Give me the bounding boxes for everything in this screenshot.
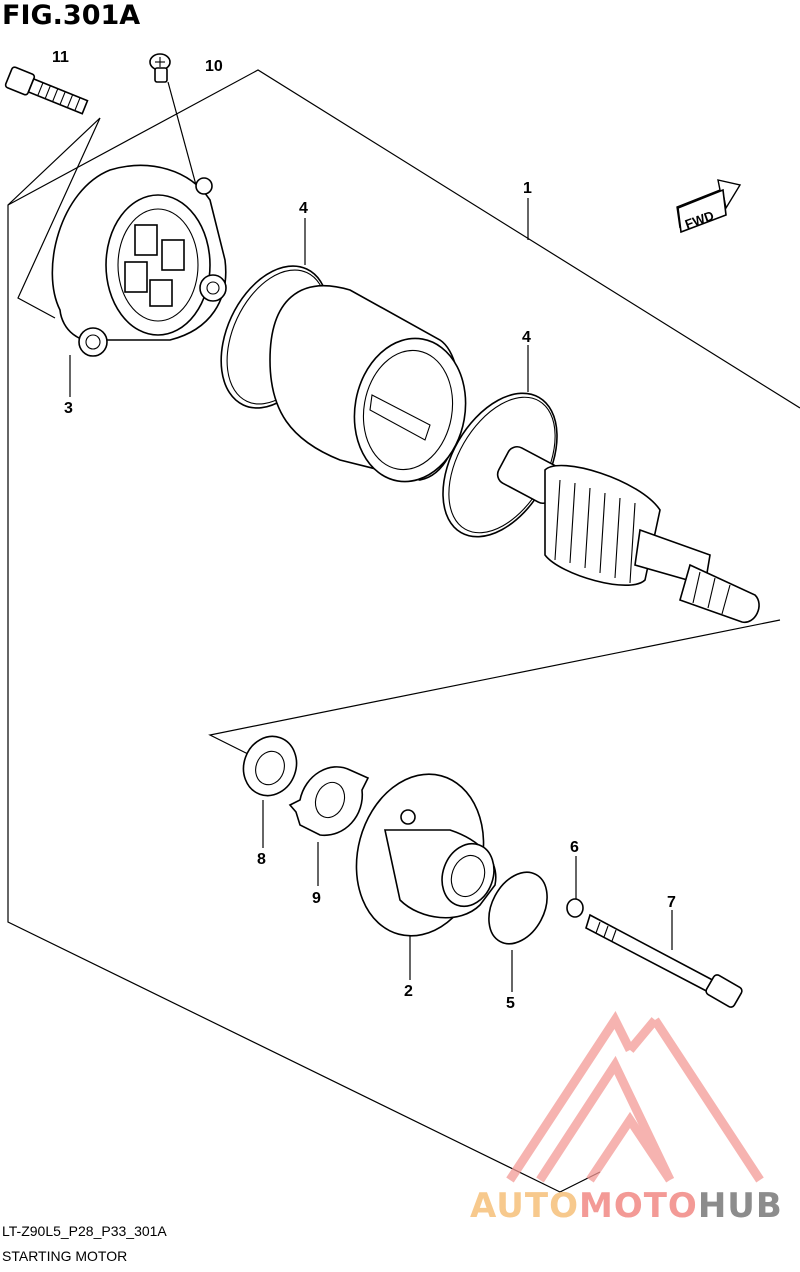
callout-5: 5: [506, 995, 515, 1012]
callout-11: 11: [52, 49, 69, 66]
watermark-auto: AUTO: [470, 1186, 579, 1226]
through-bolt-7-drawing: [585, 913, 743, 1008]
figure-code: LT-Z90L5_P28_P33_301A: [2, 1223, 167, 1239]
watermark-moto: MOTO: [578, 1186, 698, 1226]
bolt-11-drawing: [4, 66, 89, 115]
callout-8: 8: [257, 851, 266, 868]
end-cover-3-drawing: [51, 164, 227, 357]
washer-8-drawing: [242, 735, 298, 797]
oring-5-drawing: [488, 871, 548, 945]
yoke-housing-drawing: [269, 285, 467, 483]
assembly-outline-mid: [208, 619, 781, 761]
assembly-outline-top: [7, 69, 800, 409]
callout-6: 6: [570, 839, 579, 856]
callout-4-lower: 4: [522, 329, 531, 346]
callout-10: 10: [205, 58, 223, 75]
watermark-triangle-icon: [506, 1010, 764, 1183]
drive-end-housing-drawing: [355, 773, 497, 937]
callout-3: 3: [64, 400, 73, 417]
leader-11: [17, 117, 101, 319]
callout-4-upper: 4: [299, 200, 308, 217]
callout-1: 1: [523, 180, 532, 197]
watermark-text: AUTOMOTOHUB: [470, 1186, 783, 1226]
watermark-hub: HUB: [697, 1186, 783, 1226]
callout-9: 9: [312, 890, 321, 907]
fwd-direction-tag: FWD: [676, 179, 742, 234]
callout-7: 7: [667, 894, 676, 911]
washer-6-drawing: [566, 898, 584, 918]
figure-title: FIG.301A: [2, 0, 141, 31]
screw-10-drawing: [149, 53, 171, 83]
leader-10: [167, 81, 197, 186]
armature-drawing: [496, 445, 760, 623]
lockwasher-9-drawing: [288, 766, 370, 836]
callout-2: 2: [404, 983, 413, 1000]
figure-caption: STARTING MOTOR: [2, 1248, 128, 1264]
assembly-outline: [7, 117, 561, 1193]
watermark-logo: [506, 1010, 764, 1183]
